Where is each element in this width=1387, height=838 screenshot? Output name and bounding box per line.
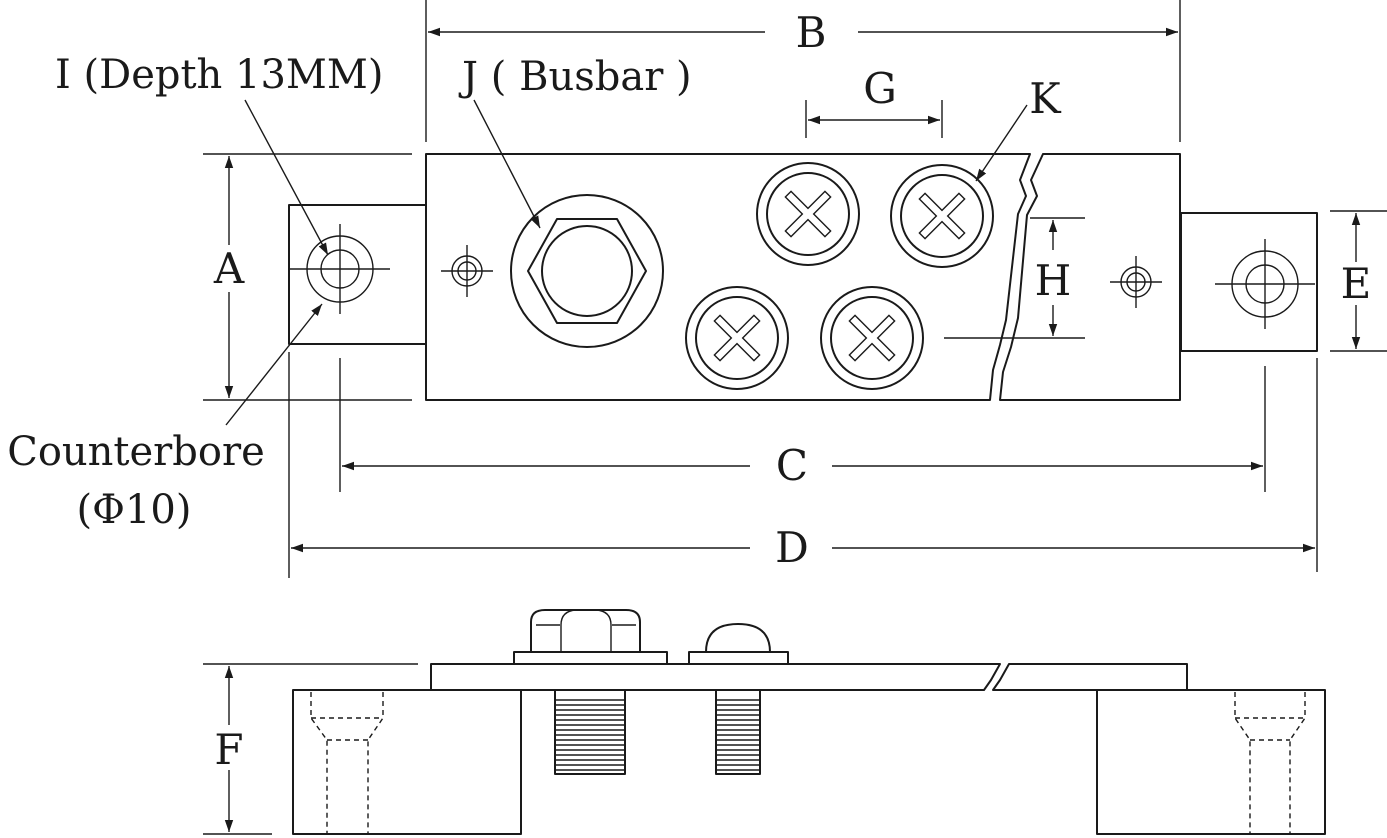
dimension-g: G [805,64,943,138]
label-e: E [1341,259,1372,308]
main-body-right [999,153,1181,401]
label-counterbore-size: (Φ10) [77,487,192,533]
busbar-plate-left [430,663,1001,691]
dome-screw-side [688,623,789,665]
screw-bottom-2 [820,286,924,390]
label-g: G [863,64,897,113]
main-body-left [425,153,1031,401]
leader-i: I (Depth 13MM) [55,52,383,256]
left-block [292,689,522,835]
dimension-a: A [203,153,412,401]
small-hole-left [440,244,494,298]
dimension-c: C [339,358,1266,492]
hex-nut-side [513,609,668,665]
dimension-e: E [1330,210,1387,352]
left-counterbore-hole [289,223,391,315]
dimension-h: H [944,217,1085,339]
top-view: B G A E [7,0,1387,578]
screw-top-1 [756,162,860,266]
screw-top-2 [890,164,994,268]
stud-left [554,689,626,775]
right-block [1096,689,1326,835]
screw-bottom-1 [685,286,789,390]
label-c: C [776,441,808,490]
leader-k: K [975,74,1062,182]
dimension-b: B [425,0,1181,142]
dimension-f: F [203,663,418,835]
dimension-d: D [288,352,1318,578]
leader-counterbore: Counterbore (Φ10) [7,303,323,533]
busbar-plate-right [992,663,1188,691]
right-counterbore-hole [1214,238,1316,330]
right-mount-tab [1180,212,1318,352]
side-view: F [203,609,1326,835]
label-k: K [1029,74,1062,123]
label-counterbore: Counterbore [7,429,265,475]
label-h: H [1035,256,1072,305]
busbar-nut [510,194,664,348]
label-j: J ( Busbar ) [458,54,692,100]
label-a: A [213,244,245,293]
small-hole-right [1109,255,1163,309]
label-b: B [796,8,827,57]
label-f: F [214,725,243,774]
stud-right [715,689,761,775]
label-i: I (Depth 13MM) [55,52,383,98]
label-d: D [775,523,809,572]
leader-j: J ( Busbar ) [458,54,692,229]
